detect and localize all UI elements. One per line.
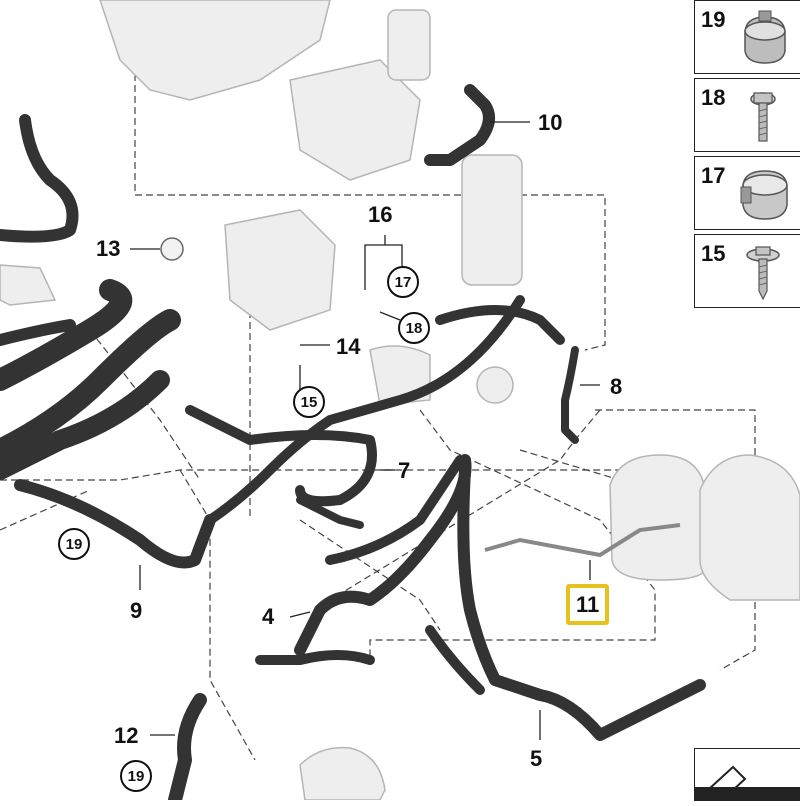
thermostat-part <box>0 264 57 306</box>
callout-19-bottom: 19 <box>120 760 152 792</box>
diagram-reference-box <box>694 748 800 802</box>
oil-filter-housing-part <box>289 59 421 181</box>
hose-upper-right <box>435 305 565 345</box>
callout-9: 9 <box>130 598 143 623</box>
legend-item-15: 15 <box>694 234 800 308</box>
hose-7-tail <box>296 496 364 529</box>
callout-17: 17 <box>387 266 419 298</box>
legend-number: 18 <box>701 85 726 110</box>
coolant-pump-part <box>224 209 336 331</box>
legend-number: 15 <box>701 241 726 266</box>
reference-symbol-icon <box>695 765 800 802</box>
hose-7 <box>185 405 377 507</box>
bolt-icon <box>750 92 776 142</box>
hose-4-upper <box>325 455 465 565</box>
hose-clip-icon <box>740 170 788 220</box>
expansion-tank-right-part <box>699 454 800 601</box>
hose-5-branch <box>425 625 485 695</box>
hose-4-lower <box>255 650 375 665</box>
callout-10: 10 <box>538 110 563 135</box>
callout-4: 4 <box>262 604 275 629</box>
hoses <box>0 84 706 800</box>
callout-13: 13 <box>96 236 121 261</box>
callout-11-highlighted: 11 <box>566 584 610 625</box>
callout-5: 5 <box>530 746 543 771</box>
oil-filter-part <box>387 9 431 81</box>
callout-16: 16 <box>368 202 393 227</box>
callout-15: 15 <box>293 386 325 418</box>
callout-12: 12 <box>114 723 139 748</box>
pipe-11 <box>484 523 681 558</box>
hose-main-1 <box>0 279 133 391</box>
hose-clamp-icon <box>744 10 786 64</box>
expansion-tank-left-part <box>609 454 706 581</box>
callout-leaders <box>130 121 600 740</box>
callout-14: 14 <box>336 334 361 359</box>
intake-manifold-part <box>99 0 331 101</box>
hose-main-2 <box>0 309 181 461</box>
hose-9 <box>14 479 216 569</box>
cap-part <box>160 237 184 261</box>
legend-number: 17 <box>701 163 726 188</box>
aux-pump-part <box>299 746 386 800</box>
flange-screw-icon <box>746 246 780 301</box>
callout-18: 18 <box>398 312 430 344</box>
legend-item-18: 18 <box>694 78 800 152</box>
expansion-filter-part <box>461 154 523 286</box>
sensor-part <box>476 366 514 404</box>
hose-left-small <box>0 319 76 346</box>
callout-8: 8 <box>610 374 623 399</box>
legend-number: 19 <box>701 7 726 32</box>
hose-12 <box>168 693 207 800</box>
hose-10 <box>424 84 495 166</box>
small-parts-legend: 19 18 17 15 <box>694 0 800 312</box>
hose-8 <box>561 346 579 444</box>
hose-upper-left <box>0 114 79 243</box>
hose-5 <box>457 464 706 741</box>
hose-long-upper <box>205 295 525 525</box>
callout-7: 7 <box>398 458 411 483</box>
legend-item-19: 19 <box>694 0 800 74</box>
callout-19-left: 19 <box>58 528 90 560</box>
legend-item-17: 17 <box>694 156 800 230</box>
hose-main-3 <box>0 370 170 480</box>
